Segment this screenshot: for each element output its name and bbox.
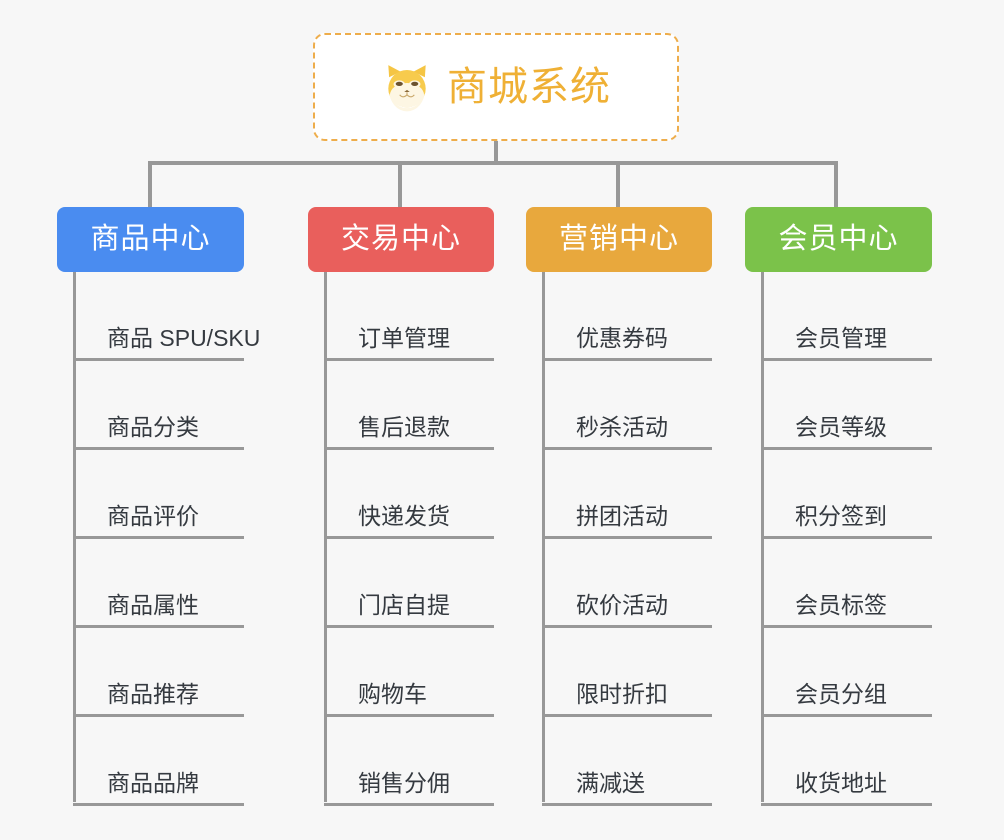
leaf-item[interactable]: 订单管理 <box>324 272 494 361</box>
leaf-item[interactable]: 优惠券码 <box>542 272 712 361</box>
leaf-label: 商品品牌 <box>107 770 199 796</box>
branch-leaf-list-2: 订单管理 售后退款 快递发货 门店自提 购物车 销售分佣 <box>324 272 494 806</box>
branch-column-2: 交易中心 订单管理 售后退款 快递发货 门店自提 购物车 销售分佣 <box>308 207 494 806</box>
branch-header-1-label: 商品中心 <box>90 223 211 255</box>
connector-bus <box>148 161 836 165</box>
leaf-label: 积分签到 <box>795 503 887 529</box>
leaf-label: 会员管理 <box>795 325 887 351</box>
branch-header-4-label: 会员中心 <box>778 223 899 255</box>
leaf-label: 门店自提 <box>358 592 450 618</box>
leaf-label: 商品评价 <box>107 503 199 529</box>
leaf-item[interactable]: 限时折扣 <box>542 628 712 717</box>
root-node-mall-system[interactable]: 商城系统 <box>313 33 679 141</box>
leaf-label: 收货地址 <box>795 770 887 796</box>
branch-leaf-list-4: 会员管理 会员等级 积分签到 会员标签 会员分组 收货地址 <box>761 272 932 806</box>
leaf-item[interactable]: 积分签到 <box>761 450 932 539</box>
root-title: 商城系统 <box>447 65 611 109</box>
connector-drop-2 <box>398 161 402 208</box>
branch-leaf-list-1: 商品 SPU/SKU 商品分类 商品评价 商品属性 商品推荐 商品品牌 <box>73 272 260 806</box>
branch-header-2[interactable]: 交易中心 <box>308 207 494 272</box>
leaf-label: 满减送 <box>576 770 645 796</box>
leaf-item[interactable]: 砍价活动 <box>542 539 712 628</box>
connector-drop-3 <box>616 161 620 208</box>
connector-drop-1 <box>148 161 152 208</box>
leaf-item[interactable]: 会员等级 <box>761 361 932 450</box>
leaf-label: 商品属性 <box>107 592 199 618</box>
leaf-item[interactable]: 售后退款 <box>324 361 494 450</box>
leaf-item[interactable]: 收货地址 <box>761 717 932 806</box>
leaf-item[interactable]: 会员分组 <box>761 628 932 717</box>
leaf-item[interactable]: 销售分佣 <box>324 717 494 806</box>
leaf-label: 快递发货 <box>358 503 450 529</box>
branch-header-3-label: 营销中心 <box>558 223 679 255</box>
branch-header-2-label: 交易中心 <box>340 223 461 255</box>
branch-leaf-list-3: 优惠券码 秒杀活动 拼团活动 砍价活动 限时折扣 满减送 <box>542 272 712 806</box>
leaf-label: 会员分组 <box>795 681 887 707</box>
leaf-item[interactable]: 拼团活动 <box>542 450 712 539</box>
leaf-item[interactable]: 会员管理 <box>761 272 932 361</box>
branch-header-3[interactable]: 营销中心 <box>526 207 712 272</box>
branch-header-1[interactable]: 商品中心 <box>57 207 244 272</box>
leaf-label: 拼团活动 <box>576 503 668 529</box>
leaf-label: 会员等级 <box>795 414 887 440</box>
leaf-label: 销售分佣 <box>358 770 450 796</box>
leaf-label: 购物车 <box>358 681 427 707</box>
leaf-label: 砍价活动 <box>576 592 668 618</box>
leaf-item[interactable]: 商品 SPU/SKU <box>73 272 260 361</box>
leaf-item[interactable]: 商品属性 <box>73 539 244 628</box>
connector-drop-4 <box>834 161 838 208</box>
leaf-item[interactable]: 会员标签 <box>761 539 932 628</box>
leaf-label: 会员标签 <box>795 592 887 618</box>
leaf-item[interactable]: 商品评价 <box>73 450 244 539</box>
leaf-item[interactable]: 商品品牌 <box>73 717 244 806</box>
leaf-label: 商品 SPU/SKU <box>107 325 261 351</box>
branch-header-4[interactable]: 会员中心 <box>745 207 932 272</box>
connector-root-stem <box>494 141 498 164</box>
leaf-label: 订单管理 <box>358 325 450 351</box>
shiba-inu-dog-icon <box>388 65 426 112</box>
leaf-item[interactable]: 商品推荐 <box>73 628 244 717</box>
leaf-item[interactable]: 满减送 <box>542 717 712 806</box>
branch-column-1: 商品中心 商品 SPU/SKU 商品分类 商品评价 商品属性 商品推荐 商品品牌 <box>57 207 260 806</box>
leaf-label: 售后退款 <box>358 414 450 440</box>
leaf-item[interactable]: 秒杀活动 <box>542 361 712 450</box>
branch-column-4: 会员中心 会员管理 会员等级 积分签到 会员标签 会员分组 收货地址 <box>745 207 932 806</box>
branch-column-3: 营销中心 优惠券码 秒杀活动 拼团活动 砍价活动 限时折扣 满减送 <box>526 207 712 806</box>
leaf-label: 商品分类 <box>107 414 199 440</box>
leaf-label: 商品推荐 <box>107 681 199 707</box>
leaf-item[interactable]: 购物车 <box>324 628 494 717</box>
leaf-label: 秒杀活动 <box>576 414 668 440</box>
leaf-item[interactable]: 快递发货 <box>324 450 494 539</box>
leaf-item[interactable]: 门店自提 <box>324 539 494 628</box>
leaf-label: 优惠券码 <box>576 325 668 351</box>
leaf-label: 限时折扣 <box>576 681 668 707</box>
leaf-item[interactable]: 商品分类 <box>73 361 244 450</box>
